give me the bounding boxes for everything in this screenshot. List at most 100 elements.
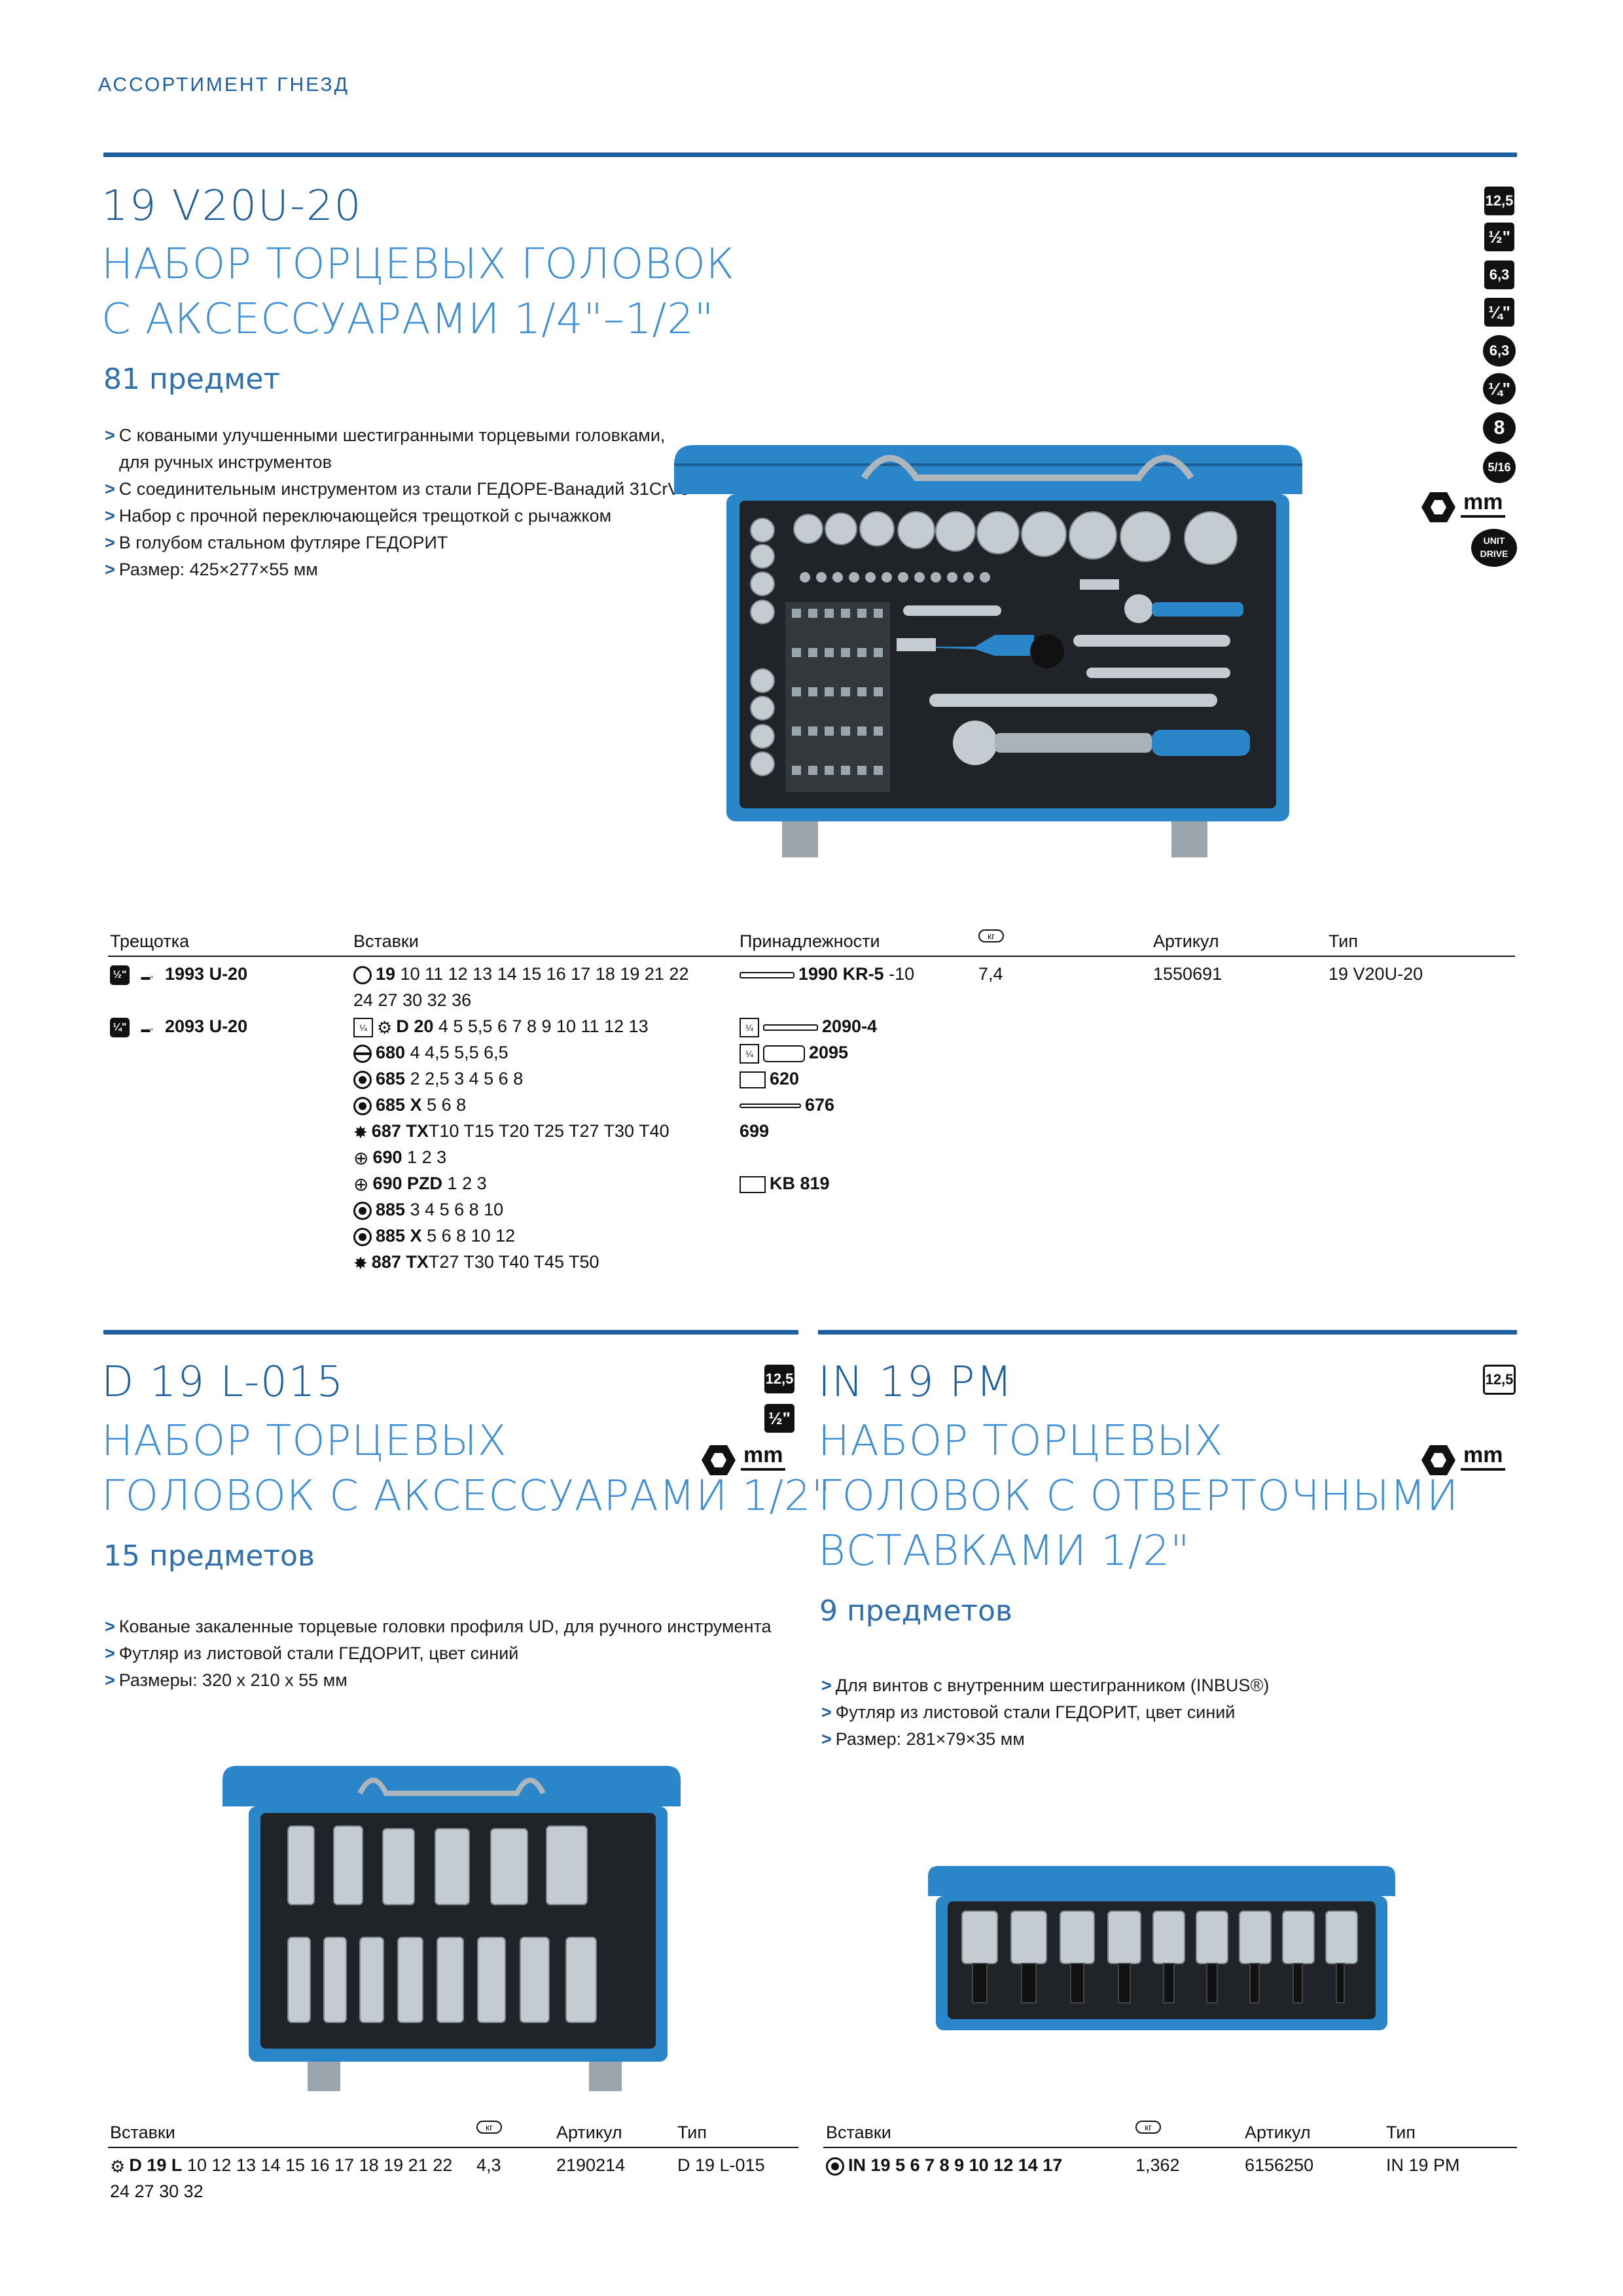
hex-bit-icon [353, 1070, 372, 1089]
feature-item: >Кованые закаленные торцевые головки про… [105, 1617, 772, 1636]
insert-row: ✸887 TXT27 T30 T40 T45 T50 [353, 1249, 599, 1276]
metric-badge: mm [1461, 490, 1506, 518]
drive-inch-badge: ½" [764, 1404, 794, 1433]
feature-item: >В голубом стальном футляре ГЕДОРИТ [105, 533, 448, 552]
table-header-rule [108, 956, 1515, 957]
insert-row: 19 10 11 12 13 14 15 16 17 18 19 21 22 [353, 961, 688, 987]
drive-size-badge: 12,5 [1484, 187, 1514, 215]
product2-rule [103, 1330, 798, 1335]
insert-row: ✸687 TXT10 T15 T20 T25 T27 T30 T40 [353, 1118, 669, 1145]
top-rule [103, 152, 1517, 157]
col-header-accessories: Принадлежности [740, 931, 880, 951]
product3-title-line2: ГОЛОВОК С ОТВЕРТОЧНЫМИ [818, 1472, 1459, 1520]
drive-inch-badge: ½" [110, 965, 130, 985]
weight-icon: кг [978, 929, 1005, 942]
feature-item: для ручных инструментов [119, 452, 332, 472]
col-header-article: Артикул [556, 2123, 622, 2142]
product3-title-line3: ВСТАВКАМИ 1/2" [818, 1527, 1190, 1575]
feature-item: >Футляр из листовой стали ГЕДОРИТ, цвет … [105, 1643, 519, 1663]
col-header-type: Тип [1386, 2123, 1416, 2142]
drive-quarter-icon: ¼ [740, 1043, 759, 1064]
hex-socket-icon [1421, 1445, 1455, 1475]
col-header-article: Артикул [1153, 931, 1219, 951]
accessory-row: 1990 KR-5 -10 [740, 961, 914, 987]
extension-bar-icon [740, 971, 794, 978]
product3-count: 9 предметов [819, 1594, 1012, 1628]
metric-badge: mm [741, 1443, 786, 1471]
col-header-type: Тип [1329, 931, 1359, 951]
adapter-icon [740, 1175, 766, 1193]
feature-item: >Набор с прочной переключающейся трещотк… [105, 506, 612, 526]
col-header-type: Тип [677, 2123, 707, 2142]
col-header-inserts: Вставки [353, 931, 419, 951]
table-header-rule [108, 2147, 798, 2148]
feature-item: >С соединительным инструментом из стали … [105, 479, 690, 499]
drive-size-badge: 6,3 [1484, 260, 1514, 289]
section-header: АССОРТИМЕНТ ГНЕЗД [98, 74, 349, 96]
ratchet-row: ¼" ▬◦ 2093 U-20 [110, 1013, 247, 1042]
product3-features: >Для винтов с внутренним шестигранником … [821, 1672, 1269, 1753]
col-header-ratchet: Трещотка [110, 931, 190, 951]
weight-icon: кг [476, 2121, 503, 2134]
feature-item: >С коваными улучшенными шестигранными то… [105, 425, 666, 445]
article-value: 1550691 [1153, 964, 1222, 984]
drive-quarter-icon: ¼ [740, 1017, 759, 1037]
product2-count: 15 предметов [103, 1539, 315, 1573]
col-header-inserts: Вставки [110, 2123, 175, 2142]
type-value: 19 V20U-20 [1329, 964, 1423, 984]
weight-value: 7,4 [978, 964, 1003, 984]
insert-row: ⊕690 1 2 3 [353, 1144, 446, 1172]
type-value: D 19 L-015 [677, 2155, 765, 2175]
hex-drive-badge: 5/16 [1483, 452, 1516, 483]
drive-inch-badge: ½" [1484, 223, 1514, 251]
ratchet-row: ½" ▬◦ 1993 U-20 [110, 961, 247, 990]
product2-features: >Кованые закаленные торцевые головки про… [105, 1613, 772, 1694]
product2-case-image [223, 1766, 681, 2091]
hex-bit-icon [353, 1227, 372, 1246]
insert-row: ⚙D 19 L 10 12 13 14 15 16 17 18 19 21 22 [110, 2152, 452, 2179]
insert-row: 685 2 2,5 3 4 5 6 8 [353, 1066, 523, 1092]
product3-code: IN 19 PM [818, 1358, 1014, 1407]
phillips-bit-icon: ⊕ [353, 1147, 369, 1168]
accessory-row: 699 [740, 1121, 770, 1141]
insert-row: ¼⚙D 20 4 5 5,5 6 7 8 9 10 11 12 13 [353, 1013, 649, 1041]
product1-case-image [674, 445, 1302, 857]
weight-icon: кг [1135, 2121, 1162, 2134]
feature-item: >Футляр из листовой стали ГЕДОРИТ, цвет … [821, 1702, 1236, 1722]
ratchet-icon: ▬◦ [141, 971, 154, 982]
drive-size-badge: 12,5 [1483, 1365, 1516, 1395]
bit-holder-icon [763, 1045, 805, 1062]
screwdriver-icon [740, 1103, 801, 1109]
ratchet-icon: ▬◦ [141, 1024, 154, 1034]
product3-rule [818, 1330, 1517, 1335]
feature-item: >Для винтов с внутренним шестигранником … [821, 1676, 1270, 1695]
hex-bit-icon [353, 1201, 372, 1220]
drive-quarter-icon: ¼ [353, 1017, 373, 1037]
col-header-article: Артикул [1245, 2123, 1311, 2142]
insert-row: 24 27 30 32 36 [353, 990, 472, 1010]
weight-value: 4,3 [476, 2155, 501, 2175]
product1-code: 19 V20U-20 [101, 182, 363, 230]
insert-row: IN 19 5 6 7 8 9 10 12 14 17 [826, 2152, 1062, 2178]
weight-value: 1,362 [1135, 2155, 1180, 2175]
hex-drive-badge: 8 [1483, 412, 1516, 444]
insert-row: ⊕690 PZD 1 2 3 [353, 1170, 487, 1198]
drive-size-badge: 12,5 [764, 1365, 794, 1393]
ring-icon [353, 965, 372, 984]
article-value: 6156250 [1245, 2155, 1314, 2175]
feature-item: >Размер: 281×79×35 мм [821, 1729, 1025, 1749]
feature-item: >Размер: 425×277×55 мм [105, 560, 318, 579]
col-header-inserts: Вставки [826, 2123, 891, 2142]
accessory-row: 676 [740, 1092, 834, 1118]
socket-icon: ⚙ [110, 2156, 126, 2176]
hex-drive-badge: 6,3 [1483, 335, 1516, 367]
extension-bar-icon [763, 1024, 818, 1031]
torx-bit-icon: ✸ [353, 1253, 368, 1273]
product2-title-line1: НАБОР ТОРЦЕВЫХ [101, 1417, 507, 1465]
hex-drive-badge: ¼" [1483, 373, 1516, 404]
hex-socket-icon [702, 1445, 736, 1475]
hex-socket-icon [1421, 492, 1455, 522]
product3-title-line1: НАБОР ТОРЦЕВЫХ [818, 1417, 1224, 1465]
